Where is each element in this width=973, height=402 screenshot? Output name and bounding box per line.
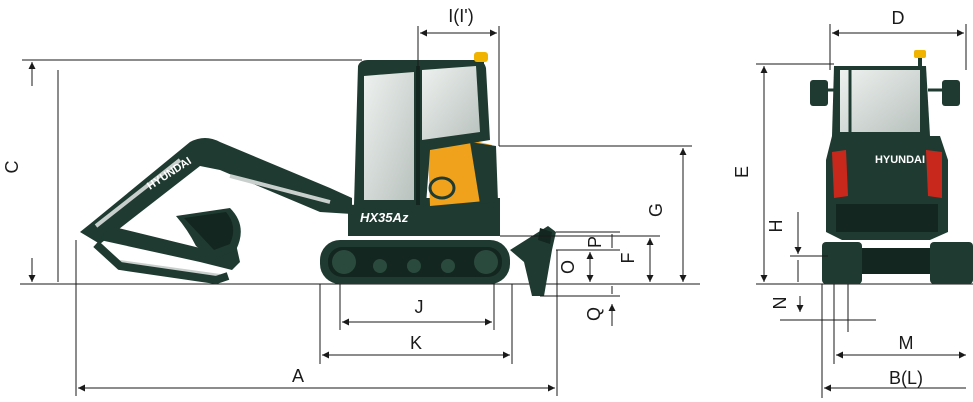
label-h: H: [766, 220, 786, 233]
label-a: A: [292, 366, 304, 386]
label-g: G: [646, 203, 666, 217]
rear-view: HYUNDAI D E H N M: [732, 8, 973, 398]
upper-structure: HX35Az: [348, 140, 500, 236]
mirror-right: [942, 80, 960, 106]
bucket: [176, 208, 241, 260]
rear-brand: HYUNDAI: [875, 154, 925, 166]
label-i: I(I'): [448, 6, 473, 26]
side-view: HX35Az HYUNDAI: [2, 6, 700, 396]
cab: [354, 52, 490, 205]
rear-window: [840, 70, 920, 132]
label-k: K: [410, 333, 422, 353]
label-n: N: [770, 297, 790, 310]
rear-track-left: [822, 242, 862, 284]
boom-arm: HYUNDAI: [80, 138, 352, 285]
beacon-light: [474, 52, 488, 62]
label-o: O: [558, 260, 578, 274]
label-m: M: [899, 333, 914, 353]
taillight-left: [832, 150, 848, 198]
label-b: B(L): [889, 368, 923, 388]
label-d: D: [892, 8, 905, 28]
rear-undercarriage: [862, 248, 930, 274]
model-label: HX35Az: [360, 210, 409, 225]
label-c: C: [2, 161, 22, 174]
label-q: Q: [584, 307, 604, 321]
rear-track-right: [930, 242, 973, 284]
label-f: F: [618, 253, 638, 264]
taillight-right: [926, 150, 942, 198]
label-p: P: [585, 236, 605, 248]
mirror-left: [810, 80, 828, 106]
rear-beacon: [914, 50, 926, 58]
side-track: [320, 240, 510, 284]
label-e: E: [732, 166, 752, 178]
label-j: J: [415, 297, 424, 317]
